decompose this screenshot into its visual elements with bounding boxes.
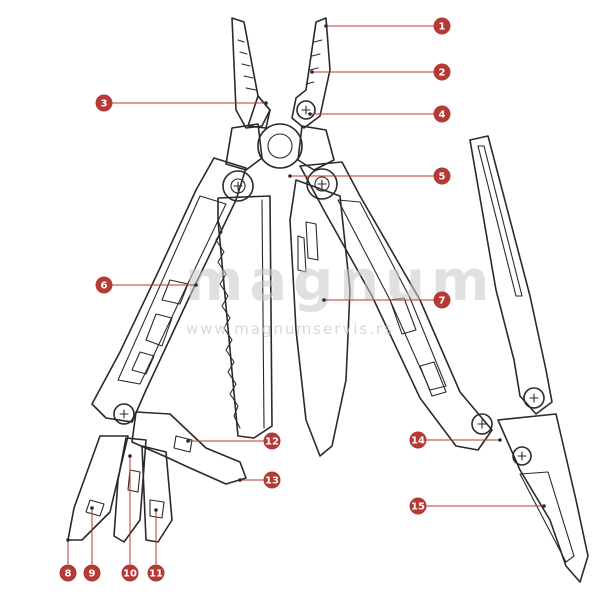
callout-14-label: 14 (411, 436, 425, 447)
callout-3: 3 (95, 94, 268, 112)
callout-11: 11 (147, 508, 165, 582)
small-tools (67, 411, 247, 543)
callout-11-label: 11 (149, 569, 163, 580)
callout-13: 13 (238, 471, 281, 489)
callout-1: 1 (324, 17, 451, 35)
main-blade (289, 179, 351, 457)
left-handle (91, 157, 254, 425)
callout-7: 7 (322, 291, 451, 309)
callout-12-label: 12 (265, 437, 279, 448)
callout-4: 4 (308, 105, 451, 123)
callout-1-label: 1 (439, 22, 446, 33)
callout-4-label: 4 (439, 110, 446, 121)
callout-6: 6 (95, 276, 198, 294)
callout-12: 12 (186, 432, 281, 450)
callout-5-label: 5 (439, 172, 446, 183)
watermark-site: www.magnumservis.rs (186, 320, 394, 338)
callout-2: 2 (310, 63, 451, 81)
callout-2-label: 2 (439, 68, 446, 79)
watermark: magnum www.magnumservis.rs (185, 249, 489, 338)
callout-8-label: 8 (65, 569, 72, 580)
callout-3-label: 3 (101, 99, 108, 110)
callout-15-label: 15 (411, 502, 425, 513)
callout-6-label: 6 (101, 281, 108, 292)
callout-10-label: 10 (123, 569, 137, 580)
callout-15: 15 (409, 497, 546, 515)
callout-5: 5 (288, 167, 451, 185)
callout-10: 10 (121, 454, 139, 582)
callout-7-label: 7 (439, 296, 446, 307)
callout-9: 9 (83, 506, 101, 582)
pliers-head (225, 17, 335, 171)
callouts: 1 2 3 4 5 (59, 17, 546, 582)
callout-13-label: 13 (265, 476, 279, 487)
callout-9-label: 9 (89, 569, 96, 580)
scissors (469, 135, 589, 583)
callout-14: 14 (409, 431, 502, 449)
saw-blade (215, 195, 273, 439)
callout-8: 8 (59, 538, 77, 582)
